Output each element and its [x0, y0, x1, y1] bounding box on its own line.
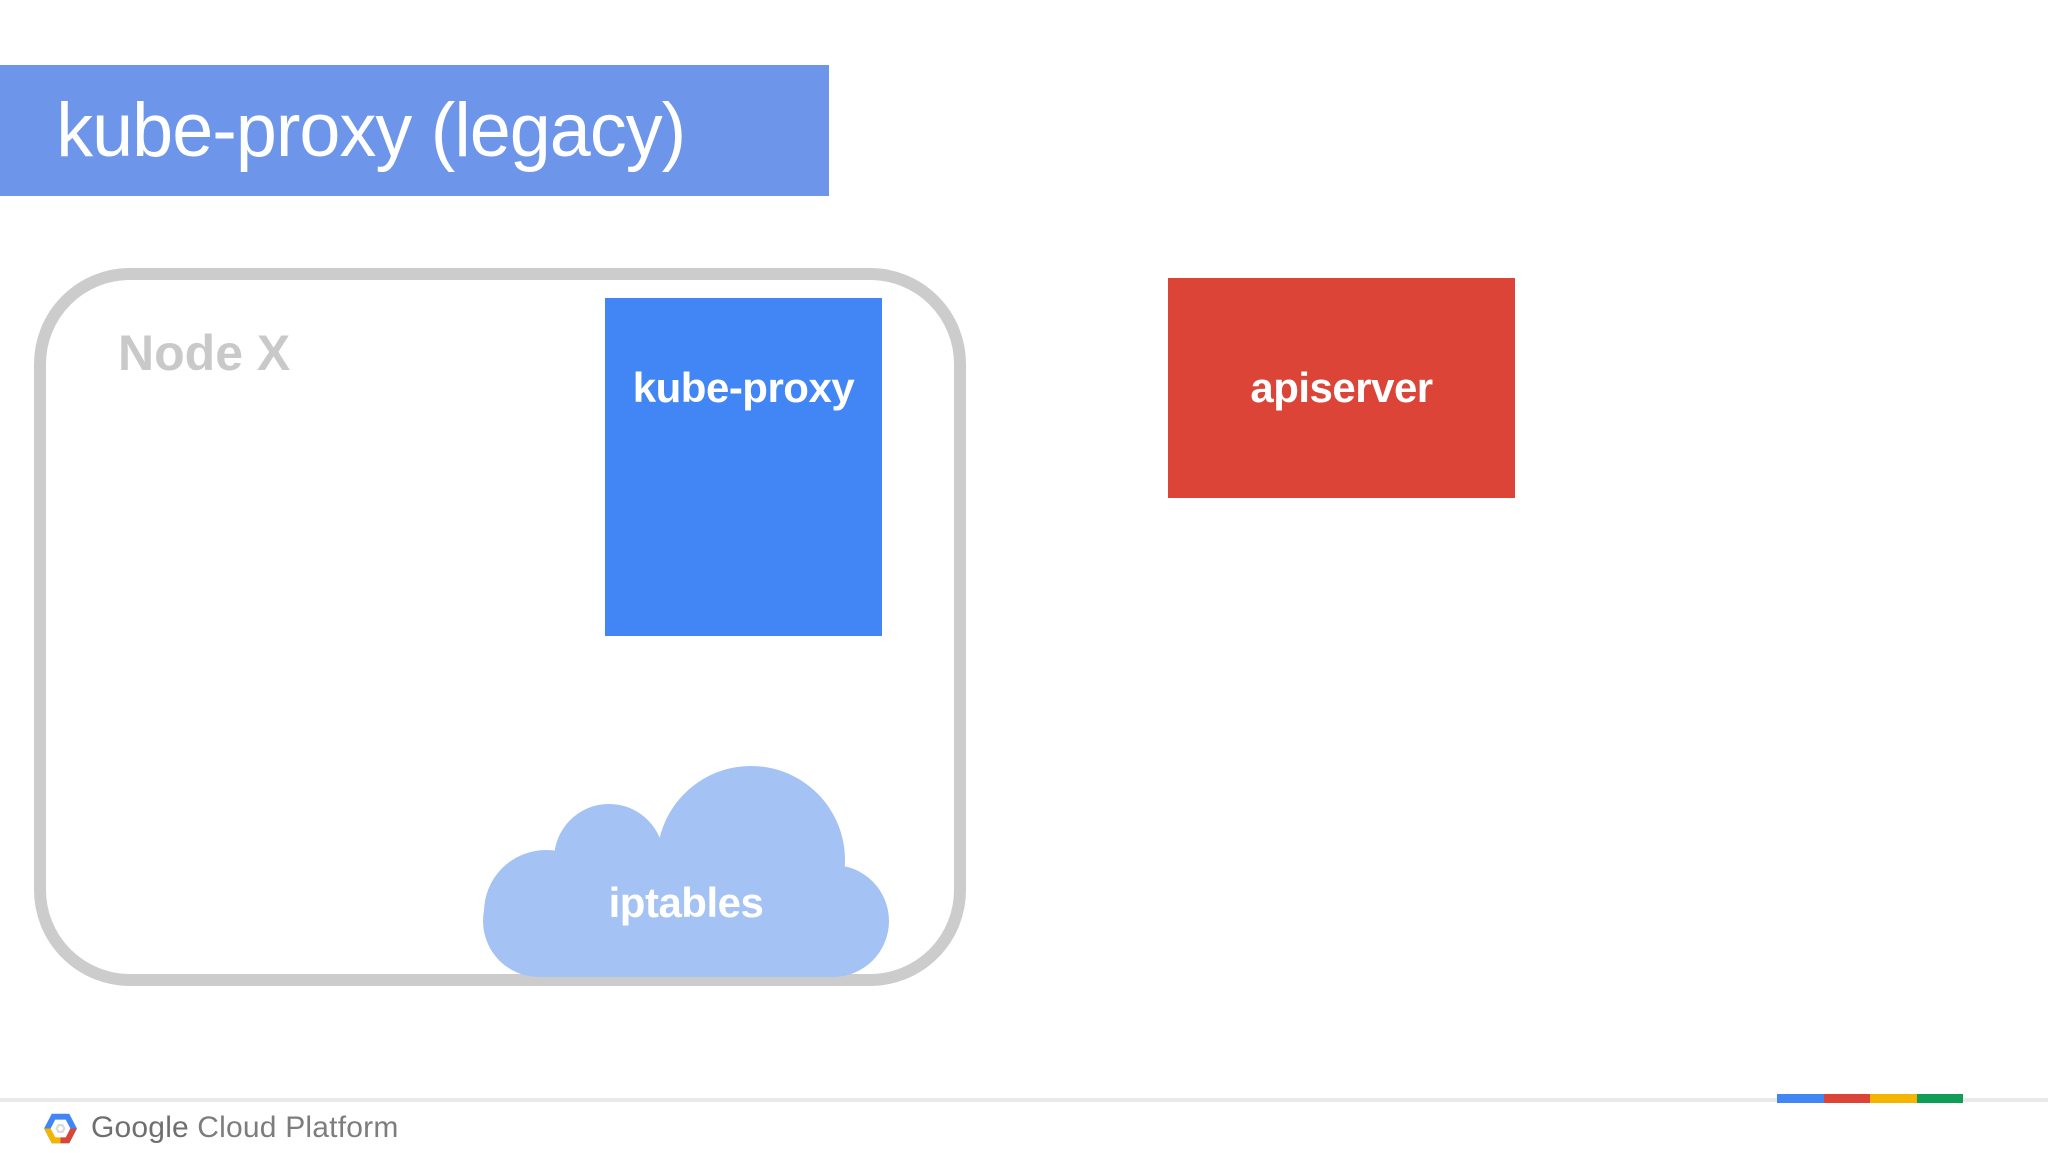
slide-title: kube-proxy (legacy): [56, 88, 686, 173]
accent-green-segment: [1916, 1094, 1963, 1103]
footer-brand-text: Google Cloud Platform: [91, 1110, 399, 1146]
accent-yellow-segment: [1870, 1094, 1917, 1103]
brand-accent-bar: [1777, 1094, 1963, 1103]
kube-proxy-box: kube-proxy: [605, 298, 882, 636]
iptables-label: iptables: [608, 879, 764, 926]
apiserver-label: apiserver: [1250, 364, 1433, 411]
slide-title-bar: kube-proxy (legacy): [0, 65, 829, 196]
apiserver-box: apiserver: [1168, 278, 1515, 498]
google-cloud-platform-logo-icon: [44, 1113, 77, 1143]
footer-divider: [0, 1098, 2048, 1102]
cloud-shape-icon: [483, 766, 889, 977]
footer-brand-cloud-platform: Cloud Platform: [197, 1111, 399, 1144]
footer-brand: Google Cloud Platform: [42, 1110, 399, 1146]
accent-blue-segment: [1777, 1094, 1824, 1103]
node-x-label: Node X: [118, 325, 291, 381]
kube-proxy-label: kube-proxy: [632, 364, 855, 411]
node-x-container: Node X: [34, 268, 966, 986]
accent-red-segment: [1823, 1094, 1870, 1103]
iptables-cloud: iptables: [483, 762, 889, 977]
footer-brand-google: Google: [91, 1111, 189, 1144]
